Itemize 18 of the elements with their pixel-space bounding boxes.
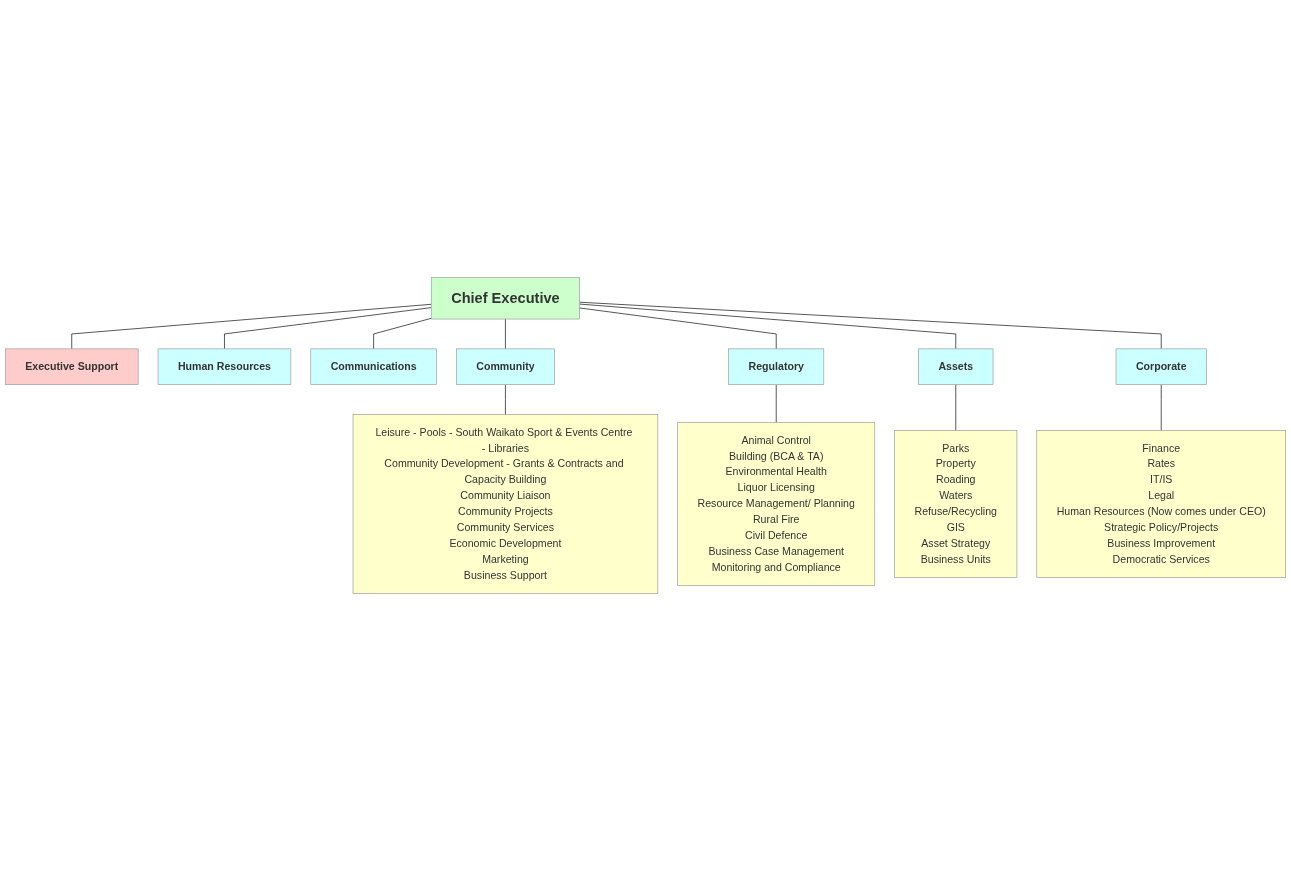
connector: [71, 303, 432, 349]
node-box: Leisure - Pools - South Waikato Sport & Events Centre - Libraries Community Development - Grants & Contracts and Capacity Building Community Liaison Community Projects Community Services Economic Development Marketing Business Support: [352, 413, 659, 594]
connector: [224, 306, 432, 349]
node-box: Parks Property Roading Waters Refuse/Recycling GIS Asset Strategy Business Units: [894, 429, 1018, 578]
node-box: Corporate: [1115, 348, 1207, 385]
connector: [579, 307, 777, 349]
node-box: Animal Control Building (BCA & TA) Environmental Health Liquor Licensing Resource Management/ Planning Rural Fire Civil Defence Business Case Management Monitoring and Compliance: [677, 421, 876, 586]
node-box: Community: [456, 348, 555, 385]
node-box: Communications: [310, 348, 437, 385]
node-box: Regulatory: [728, 348, 825, 385]
connector: [579, 303, 957, 349]
node-box: Executive Support: [5, 348, 139, 385]
node-box: Chief Executive: [430, 276, 580, 320]
node-box: Human Resources: [157, 348, 292, 385]
connector: [373, 317, 432, 349]
node-box: Finance Rates IT/IS Legal Human Resources (Now comes under CEO) Strategic Policy/Projects Business Improvement Democratic Services: [1036, 429, 1286, 578]
connector: [579, 301, 1162, 349]
node-box: Assets: [918, 348, 994, 385]
